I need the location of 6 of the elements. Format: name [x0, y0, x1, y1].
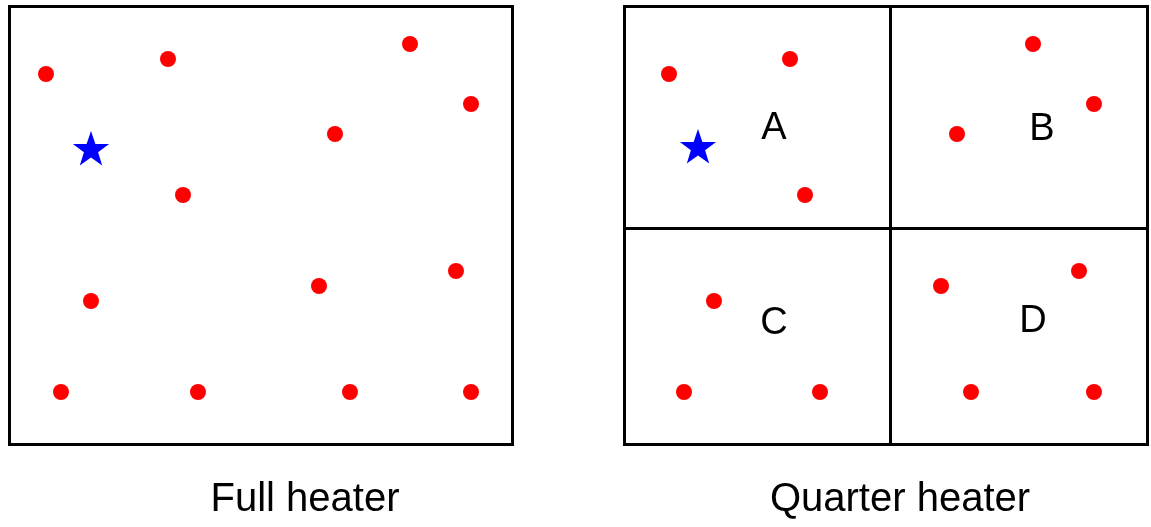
heater-caption: Full heater	[210, 475, 400, 519]
zone-letter: C	[760, 299, 788, 343]
heater-caption: Quarter heater	[769, 475, 1031, 519]
zone-letter: D	[1019, 297, 1047, 341]
zone-letter: B	[1029, 105, 1055, 149]
zone-letter: A	[761, 104, 787, 148]
